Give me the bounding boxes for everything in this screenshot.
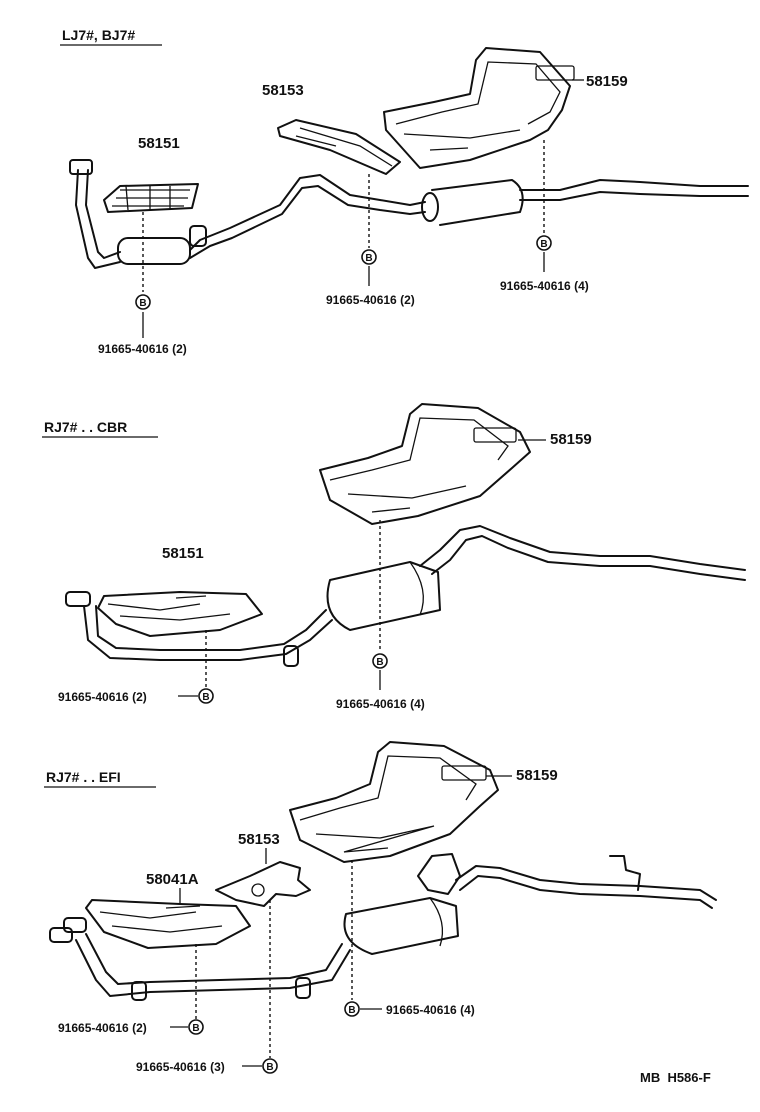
bolt-label: 91665-40616 (4) (336, 697, 425, 711)
section-header: RJ7# . . CBR (44, 419, 127, 435)
exhaust-pipe (49, 853, 717, 1001)
bolt-label: 91665-40616 (4) (386, 1003, 475, 1017)
bolt-label: 91665-40616 (2) (326, 293, 415, 307)
part-label-58159: 58159 (516, 767, 558, 784)
part-label-58151: 58151 (138, 135, 180, 152)
bolt-label: 91665-40616 (2) (98, 342, 187, 356)
bolt-marker: B (188, 1019, 204, 1035)
section-header: RJ7# . . EFI (46, 769, 121, 785)
heat-insulator-58159[interactable] (289, 741, 499, 863)
heat-insulator-58041A[interactable] (85, 899, 251, 949)
svg-text:B: B (376, 657, 383, 668)
heat-insulator-58159[interactable] (319, 403, 531, 525)
part-label-58159: 58159 (586, 73, 628, 90)
part-label-58153: 58153 (262, 82, 304, 99)
heat-insulator-58153[interactable] (215, 861, 311, 907)
exhaust-pipe (69, 159, 749, 269)
svg-text:B: B (139, 298, 146, 309)
bolt-label: 91665-40616 (3) (136, 1060, 225, 1074)
heat-insulator-58151[interactable] (103, 183, 199, 213)
svg-text:B: B (348, 1005, 355, 1016)
section-rj7-efi: RJ7# . . EFI 58041A 58153 (44, 741, 717, 1074)
bolt-marker: B (536, 235, 552, 251)
bolt-marker: B (361, 249, 377, 265)
bolt-label: 91665-40616 (2) (58, 690, 147, 704)
heat-insulator-58153[interactable] (277, 119, 401, 175)
svg-text:B: B (202, 692, 209, 703)
section-lj7-bj7: LJ7#, BJ7# 58151 58153 (60, 27, 749, 356)
bolt-marker: B (344, 1001, 360, 1017)
figure-code: MB H586-F (640, 1070, 711, 1085)
bolt-marker: B (198, 688, 214, 704)
bolt-marker: B (372, 653, 388, 669)
svg-text:B: B (266, 1062, 273, 1073)
bolt-label: 91665-40616 (2) (58, 1021, 147, 1035)
section-rj7-cbr: RJ7# . . CBR 58151 58159 (42, 403, 746, 711)
section-header: LJ7#, BJ7# (62, 27, 135, 43)
exhaust-pipe (65, 525, 746, 667)
part-label-58151: 58151 (162, 545, 204, 562)
svg-text:B: B (540, 239, 547, 250)
bolt-marker: B (262, 1058, 278, 1074)
part-label-58041A: 58041A (146, 871, 199, 888)
svg-text:B: B (192, 1023, 199, 1034)
part-label-58153: 58153 (238, 831, 280, 848)
bolt-label: 91665-40616 (4) (500, 279, 589, 293)
bolt-marker: B (135, 294, 151, 310)
part-label-58159: 58159 (550, 431, 592, 448)
heat-insulator-58151[interactable] (97, 591, 263, 637)
heat-insulator-58159[interactable] (383, 47, 575, 169)
svg-text:B: B (365, 253, 372, 264)
